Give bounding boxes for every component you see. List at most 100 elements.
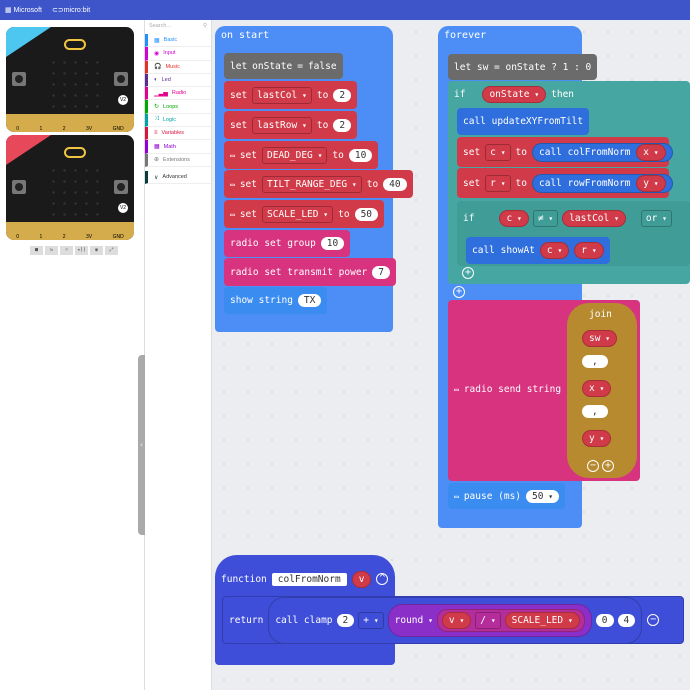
- set-r-block[interactable]: setrtocall rowFromNorm y: [457, 168, 673, 198]
- pin-1[interactable]: 1: [39, 126, 43, 132]
- set-c-block[interactable]: setctocall colFromNorm x: [457, 137, 673, 167]
- toolbox-category-led[interactable]: ◐Led: [145, 73, 211, 88]
- toolbox-category-logic[interactable]: ⤨Logic: [145, 113, 211, 128]
- num-max[interactable]: 4: [617, 613, 636, 627]
- var-v[interactable]: v: [441, 611, 472, 629]
- toolbox-category-radio[interactable]: ▁▃▅Radio: [145, 87, 211, 101]
- var-scale-led[interactable]: SCALE_LED: [504, 611, 580, 629]
- comment-icon[interactable]: ▭: [230, 209, 235, 219]
- comment-icon[interactable]: ▭: [230, 179, 235, 189]
- value-input[interactable]: 50: [354, 207, 379, 221]
- debug-button[interactable]: ☼: [60, 246, 73, 255]
- compare-expr[interactable]: c≠lastCol: [499, 209, 626, 227]
- restart-button[interactable]: ↻: [45, 246, 58, 255]
- collapse-simulator-handle[interactable]: ‹: [138, 355, 145, 535]
- join-item[interactable]: y: [582, 430, 612, 447]
- pin-2[interactable]: 2: [62, 234, 66, 240]
- add-item-icon[interactable]: +: [602, 460, 614, 472]
- or-dropdown[interactable]: or: [640, 209, 672, 227]
- microsoft-logo[interactable]: ▦ Microsoft: [5, 7, 42, 14]
- join-item[interactable]: ,: [582, 405, 608, 418]
- param-v[interactable]: v: [351, 570, 372, 588]
- value-input[interactable]: 2: [333, 118, 352, 132]
- remove-item-icon[interactable]: −: [587, 460, 599, 472]
- var-lastcol[interactable]: lastCol: [562, 209, 626, 227]
- remove-arg-icon[interactable]: −: [647, 614, 660, 626]
- var-dropdown[interactable]: TILT_RANGE_DEG: [262, 175, 362, 193]
- join-item[interactable]: x: [582, 380, 612, 397]
- var-dropdown[interactable]: c: [485, 143, 511, 161]
- call-update-block[interactable]: call updateXYFromTilt: [457, 108, 590, 135]
- var-dropdown[interactable]: SCALE_LED: [262, 205, 334, 223]
- mute-button[interactable]: ◂)): [75, 246, 88, 255]
- var-dropdown[interactable]: DEAD_DEG: [262, 146, 328, 164]
- button-b[interactable]: [114, 72, 128, 86]
- toolbox-category-music[interactable]: 🎧Music: [145, 60, 211, 74]
- op-dropdown[interactable]: ≠: [532, 209, 559, 227]
- comment-icon[interactable]: ▭: [230, 150, 235, 160]
- set-lastcol-block[interactable]: setlastColto2: [224, 81, 358, 109]
- divide-block[interactable]: v/SCALE_LED: [436, 608, 585, 632]
- pause-block[interactable]: ▭pause (ms)50: [448, 483, 566, 509]
- touch-logo[interactable]: [64, 147, 86, 158]
- arg-c[interactable]: c: [539, 242, 570, 259]
- screenshot-button[interactable]: ◉: [90, 246, 103, 255]
- num-min[interactable]: 0: [595, 613, 614, 627]
- var-dropdown[interactable]: lastCol: [252, 86, 312, 104]
- pin-0[interactable]: 0: [16, 234, 20, 240]
- arg-x[interactable]: x: [636, 143, 666, 161]
- call-colfromnorm[interactable]: call colFromNorm x: [532, 142, 673, 162]
- touch-logo[interactable]: [64, 39, 86, 50]
- var-dropdown[interactable]: r: [485, 174, 511, 192]
- op-plus[interactable]: +: [358, 611, 384, 629]
- toolbox-category-advanced[interactable]: ∨Advanced: [145, 170, 211, 185]
- stop-button[interactable]: ■: [30, 246, 43, 255]
- value-input[interactable]: 40: [383, 177, 407, 191]
- call-showat-block[interactable]: call showAtcr: [466, 237, 610, 264]
- call-rowfromnorm[interactable]: call rowFromNorm y: [532, 173, 673, 193]
- toolbox-category-variables[interactable]: ≡Variables: [145, 127, 211, 141]
- pause-dropdown[interactable]: 50: [526, 489, 560, 503]
- join-item[interactable]: sw: [582, 330, 618, 347]
- toolbox-category-loops[interactable]: ↻Loops: [145, 100, 211, 114]
- arg-r[interactable]: r: [574, 242, 604, 259]
- value-input[interactable]: 2: [333, 88, 352, 102]
- pin-2[interactable]: 2: [62, 126, 66, 132]
- pin-1[interactable]: 1: [39, 234, 43, 240]
- button-a[interactable]: [12, 72, 26, 86]
- add-else-icon[interactable]: +: [462, 267, 474, 279]
- string-input[interactable]: TX: [297, 294, 322, 307]
- value-input[interactable]: 10: [348, 148, 373, 162]
- power-input[interactable]: 7: [372, 265, 391, 279]
- round-block[interactable]: roundv/SCALE_LED: [387, 603, 592, 637]
- group-input[interactable]: 10: [320, 237, 345, 250]
- var-dropdown[interactable]: lastRow: [252, 116, 312, 134]
- button-b[interactable]: [114, 180, 128, 194]
- pin-0[interactable]: 0: [16, 126, 20, 132]
- round-dropdown[interactable]: round: [395, 615, 433, 626]
- comment-icon[interactable]: ▭: [454, 385, 459, 394]
- var-c[interactable]: c: [499, 209, 529, 227]
- add-else-icon-outer[interactable]: +: [453, 286, 465, 298]
- set-lastrow-block[interactable]: setlastRowto2: [224, 111, 358, 139]
- arg-y[interactable]: y: [636, 174, 666, 192]
- onstate-var[interactable]: onState: [482, 85, 547, 103]
- microbit-logo[interactable]: ⊂⊃micro:bit: [51, 7, 91, 14]
- let-sw-block[interactable]: let sw = onState ? 1 : 0: [448, 54, 598, 80]
- op-divide[interactable]: /: [475, 611, 501, 629]
- fullscreen-button[interactable]: ⤢: [105, 246, 118, 255]
- toolbox-search[interactable]: Search...⚲: [145, 20, 211, 34]
- comment-icon[interactable]: ▭: [454, 491, 459, 501]
- collapse-icon[interactable]: ^: [376, 573, 389, 585]
